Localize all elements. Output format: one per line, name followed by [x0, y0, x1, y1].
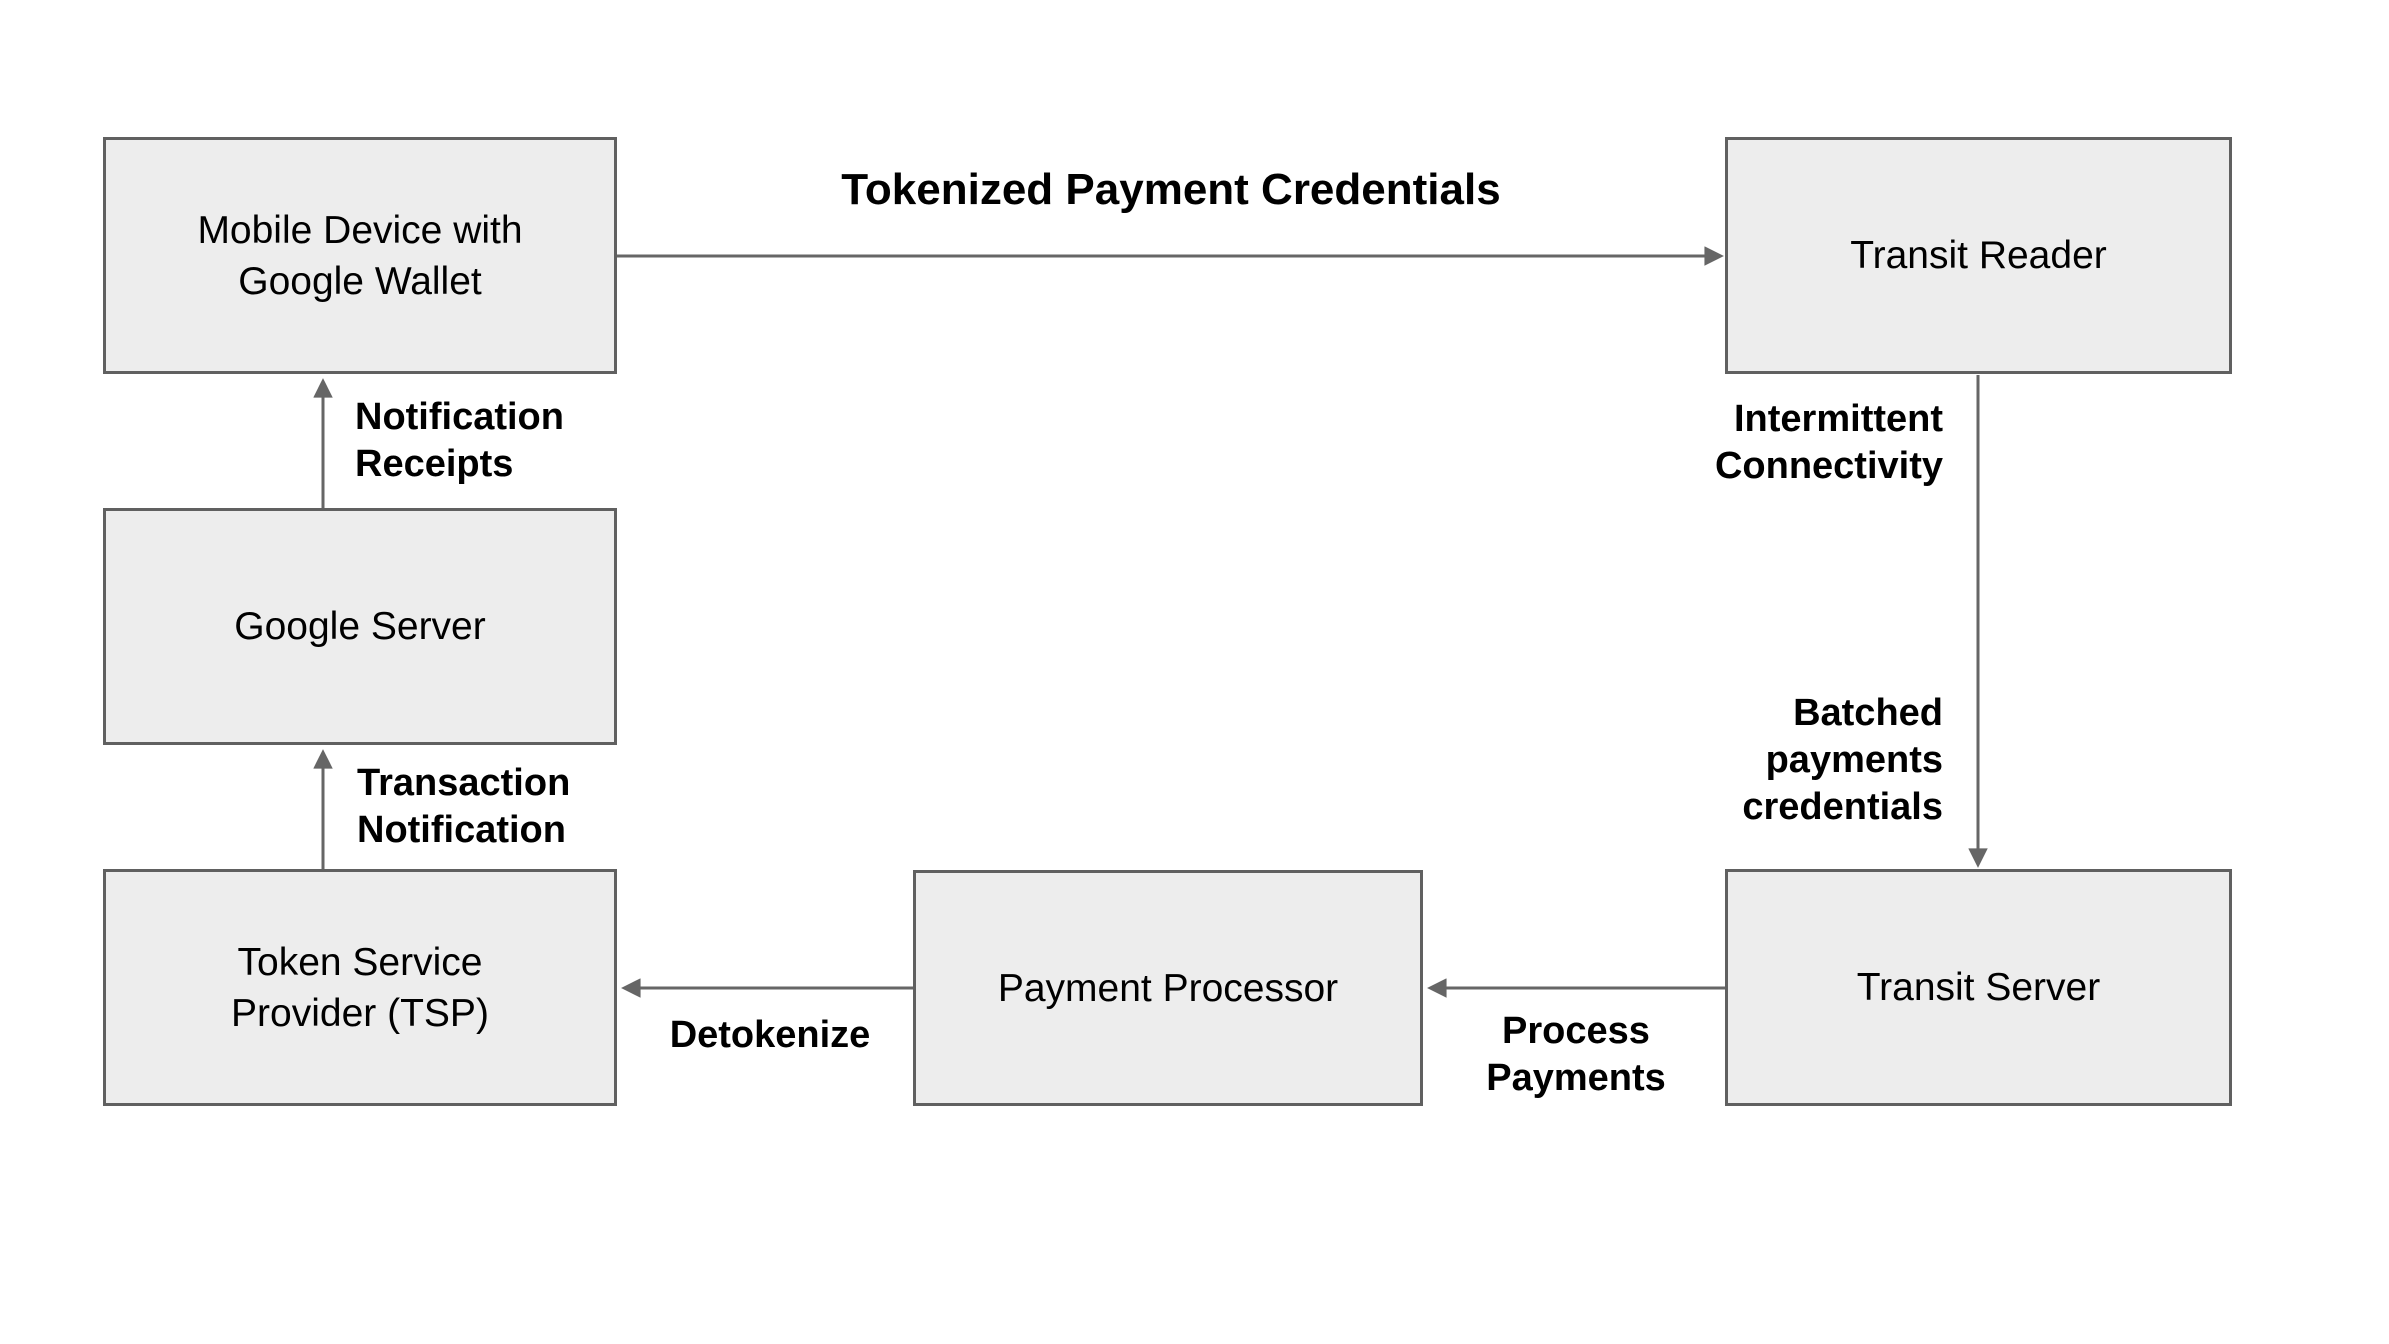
edge-label-line: Detokenize — [669, 1014, 871, 1056]
node-label: Google Wallet — [238, 259, 482, 303]
node-transit-server: Transit Server — [1725, 869, 2232, 1106]
node-mobile-device-with-google-wallet: Mobile Device with Google Wallet — [103, 137, 617, 374]
node-label: Google Server — [234, 605, 486, 648]
node-token-service-provider: Token Service Provider (TSP) — [103, 869, 617, 1106]
edge-label-transaction-notification: Transaction Notification — [357, 760, 570, 854]
edge-label-process-payments: Process Payments — [1427, 1008, 1725, 1102]
node-transit-reader: Transit Reader — [1725, 137, 2232, 374]
edge-label-line: Connectivity — [1714, 445, 1943, 487]
node-label: Token Service — [237, 940, 483, 984]
edge-label-line: payments — [1765, 739, 1943, 781]
edge-label-line: Tokenized Payment Credentials — [841, 165, 1501, 214]
edge-label-line: Intermittent — [1734, 398, 1943, 440]
node-label: Mobile Device with — [197, 208, 523, 252]
node-label: Transit Server — [1856, 966, 2101, 1009]
edge-label-line: Payments — [1486, 1057, 1666, 1099]
edge-label-notification-receipts: Notification Receipts — [355, 394, 564, 488]
edge-label-line: Batched — [1793, 692, 1943, 734]
node-payment-processor: Payment Processor — [913, 870, 1423, 1106]
node-label: Provider (TSP) — [231, 991, 489, 1035]
edge-label-detokenize: Detokenize — [620, 1012, 920, 1059]
node-label: Payment Processor — [997, 966, 1339, 1010]
node-label: Transit Reader — [1850, 234, 2107, 277]
edge-label-line: Transaction — [357, 762, 571, 804]
edge-label-line: credentials — [1742, 786, 1943, 828]
edge-label-line: Receipts — [355, 443, 514, 485]
edge-label-intermittent-connectivity: Intermittent Connectivity — [1715, 396, 1943, 490]
node-google-server: Google Server — [103, 508, 617, 745]
edge-label-line: Process — [1502, 1010, 1650, 1052]
edge-label-tokenized-payment-credentials: Tokenized Payment Credentials — [617, 166, 1725, 213]
edge-label-line: Notification — [357, 809, 566, 851]
edge-label-batched-payments-credentials: Batched payments credentials — [1742, 690, 1943, 831]
edge-label-line: Notification — [355, 396, 564, 438]
